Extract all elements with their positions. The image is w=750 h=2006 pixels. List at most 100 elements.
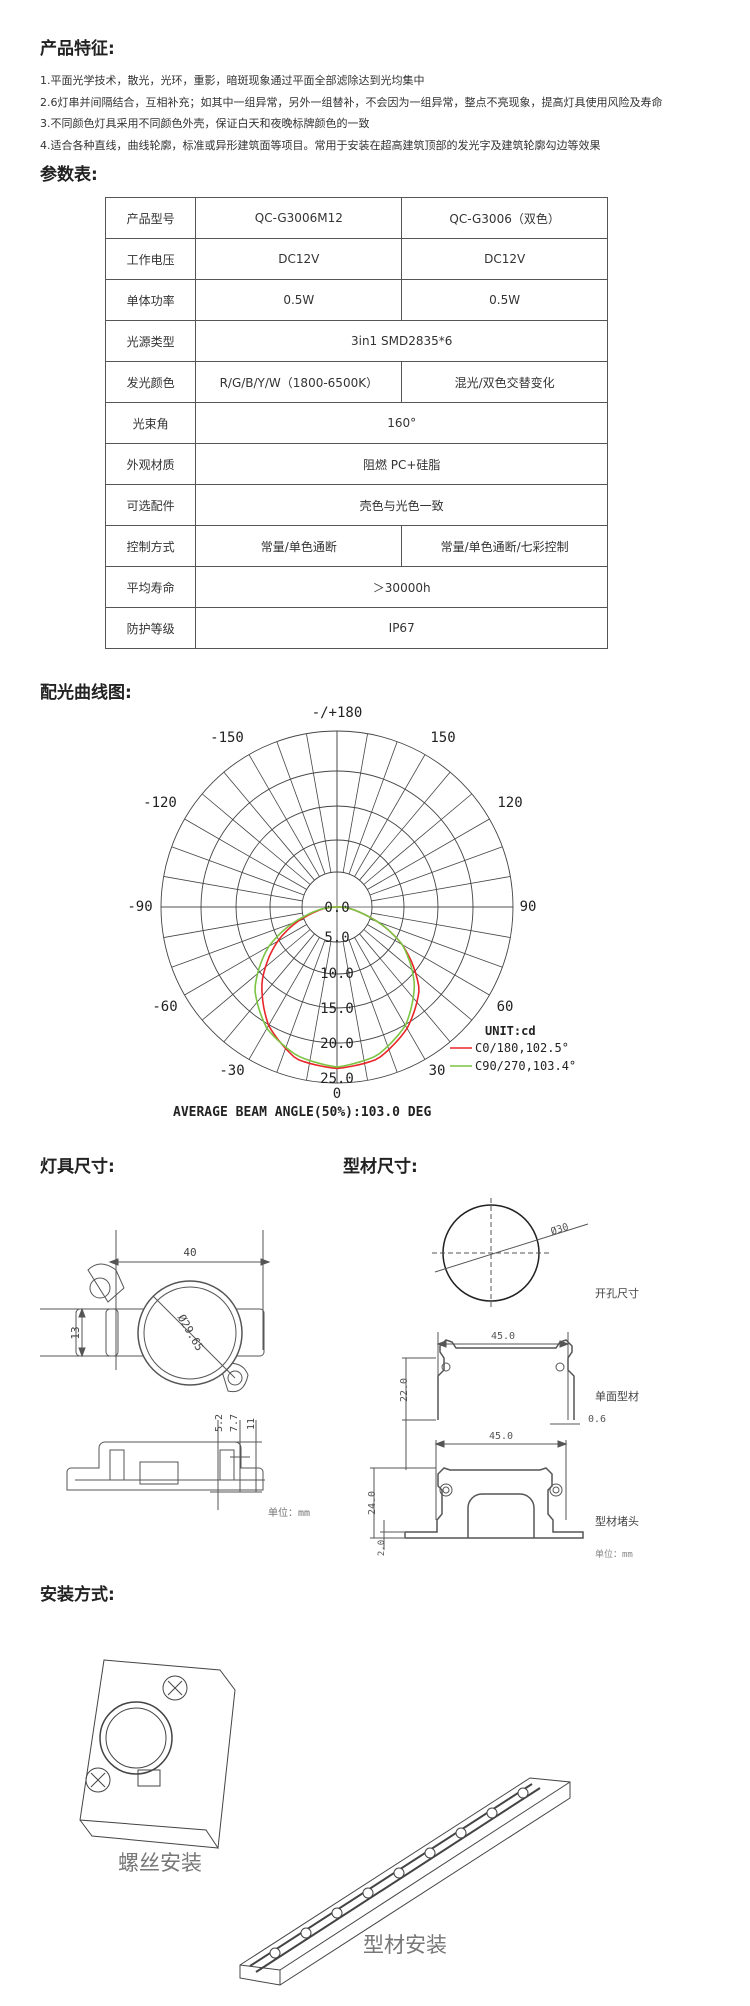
- spec-value: 阻燃 PC+硅脂: [195, 443, 608, 485]
- angle-tick-label: 120: [497, 795, 522, 811]
- rail-led-icon: [269, 1947, 281, 1959]
- hole-label: 开孔尺寸: [595, 1286, 639, 1300]
- beam-angle-footer: AVERAGE BEAM ANGLE(50%):103.0 DEG: [173, 1105, 431, 1120]
- single-profile-label: 单面型材: [595, 1389, 639, 1403]
- profile-dimension-drawing: Ø30 开孔尺寸 45.0 22.0 单面型材 0.6 45.0 24.0 2.…: [367, 1198, 639, 1560]
- spec-value: 0.5W: [195, 279, 403, 321]
- profile-install-label: 型材安装: [363, 1933, 447, 1957]
- rail-led-icon: [424, 1847, 436, 1859]
- profile-width-label: 45.0: [491, 1331, 515, 1342]
- grid-spoke: [348, 741, 398, 875]
- cap-width-label: 45.0: [489, 1431, 513, 1442]
- spec-value: QC-G3006（双色）: [401, 197, 608, 239]
- radial-tick-label: 0.0: [324, 900, 349, 916]
- angle-tick-label: 30: [429, 1063, 446, 1079]
- cap-label: 型材堵头: [595, 1514, 639, 1528]
- grid-spoke: [223, 771, 315, 881]
- spec-key: 工作电压: [104, 238, 197, 280]
- grid-ring: [200, 770, 474, 1044]
- grid-spoke: [363, 929, 473, 1021]
- grid-ring: [235, 805, 439, 1009]
- spec-key: 发光颜色: [104, 361, 197, 403]
- spec-key: 防护等级: [104, 607, 197, 649]
- grid-ring: [301, 871, 373, 943]
- spec-row: 平均寿命＞30000h: [104, 566, 608, 608]
- features-heading: 产品特征:: [40, 39, 115, 59]
- cap-base-label: 2.0: [377, 1540, 387, 1556]
- radial-tick-label: 25.0: [320, 1071, 354, 1087]
- light-curve-heading: 配光曲线图:: [40, 683, 132, 703]
- lamp-h3-label: 11: [246, 1418, 257, 1430]
- grid-spoke: [201, 929, 311, 1021]
- rail-led-icon: [331, 1907, 343, 1919]
- radial-tick-label: 20.0: [320, 1036, 354, 1052]
- feature-item: 3.不同颜色灯具采用不同颜色外壳，保证白天和夜晚标牌颜色的一致: [40, 117, 370, 130]
- grid-ring: [160, 730, 514, 1084]
- spec-value: 混光/双色交替变化: [401, 361, 608, 403]
- grid-spoke: [248, 937, 320, 1060]
- profile-dims-heading: 型材尺寸:: [343, 1157, 418, 1177]
- feature-item: 2.6灯串并间隔结合，互相补充；如其中一组异常，另外一组替补，不会因为一组异常，…: [40, 96, 663, 109]
- grid-spoke: [184, 818, 307, 890]
- spec-value: 常量/单色通断: [195, 525, 403, 567]
- legend-label: C0/180,102.5°: [475, 1041, 569, 1055]
- grid-spoke: [342, 941, 368, 1081]
- angle-tick-label: -60: [152, 999, 177, 1015]
- legend-label: C90/270,103.4°: [475, 1059, 576, 1073]
- grid-spoke: [201, 793, 311, 885]
- angle-tick-label: -120: [143, 795, 177, 811]
- spec-heading: 参数表:: [40, 165, 98, 185]
- spec-value: 常量/单色通断/七彩控制: [401, 525, 608, 567]
- series-curve-1: [254, 906, 416, 1068]
- grid-spoke: [354, 754, 426, 877]
- spec-value: 0.5W: [401, 279, 608, 321]
- install-heading: 安装方式:: [40, 1585, 115, 1605]
- spec-key: 控制方式: [104, 525, 197, 567]
- grid-spoke: [306, 733, 332, 873]
- spec-key: 产品型号: [104, 197, 197, 239]
- grid-spoke: [248, 754, 320, 877]
- spec-key: 可选配件: [104, 484, 197, 526]
- profile-height-label: 22.0: [399, 1378, 410, 1402]
- thickness-label: 0.6: [588, 1414, 606, 1425]
- spec-key: 外观材质: [104, 443, 197, 485]
- angle-tick-label: -30: [219, 1063, 244, 1079]
- grid-spoke: [306, 941, 332, 1081]
- lamp-h1-label: 5.2: [214, 1414, 225, 1432]
- angle-tick-label: -/+180: [312, 705, 363, 721]
- screw-install-label: 螺丝安装: [118, 1851, 202, 1875]
- rail-led-icon: [393, 1867, 405, 1879]
- lamp-h2-label: 7.7: [229, 1414, 240, 1432]
- lamp-width-label: 40: [183, 1246, 196, 1259]
- grid-spoke: [171, 846, 305, 896]
- lamp-unit-label: 单位：mm: [268, 1506, 310, 1519]
- unit-label: UNIT:cd: [485, 1024, 536, 1038]
- grid-spoke: [171, 918, 305, 968]
- angle-tick-label: 0: [333, 1086, 341, 1102]
- spec-key: 光束角: [104, 402, 197, 444]
- angle-tick-label: 150: [430, 730, 455, 746]
- grid-spoke: [359, 933, 451, 1043]
- angle-tick-label: -90: [127, 899, 152, 915]
- spec-row: 可选配件壳色与光色一致: [104, 484, 608, 526]
- radial-tick-label: 10.0: [320, 966, 354, 982]
- spec-value: ＞30000h: [195, 566, 608, 608]
- grid-spoke: [276, 939, 326, 1073]
- rail-led-icon: [300, 1927, 312, 1939]
- profile-unit-label: 单位：mm: [595, 1548, 633, 1560]
- spec-value: QC-G3006M12: [195, 197, 403, 239]
- spec-value: 3in1 SMD2835*6: [195, 320, 608, 362]
- feature-item: 4.适合各种直线，曲线轮廓，标准或异形建筑面等项目。常用于安装在超高建筑顶部的发…: [40, 139, 601, 152]
- install-illustrations: 螺丝安装 型材安装: [79, 1659, 571, 1986]
- angle-tick-label: 90: [520, 899, 537, 915]
- grid-spoke: [354, 937, 426, 1060]
- lamp-height-label: 13: [69, 1326, 82, 1339]
- spec-value: R/G/B/Y/W（1800-6500K）: [195, 361, 403, 403]
